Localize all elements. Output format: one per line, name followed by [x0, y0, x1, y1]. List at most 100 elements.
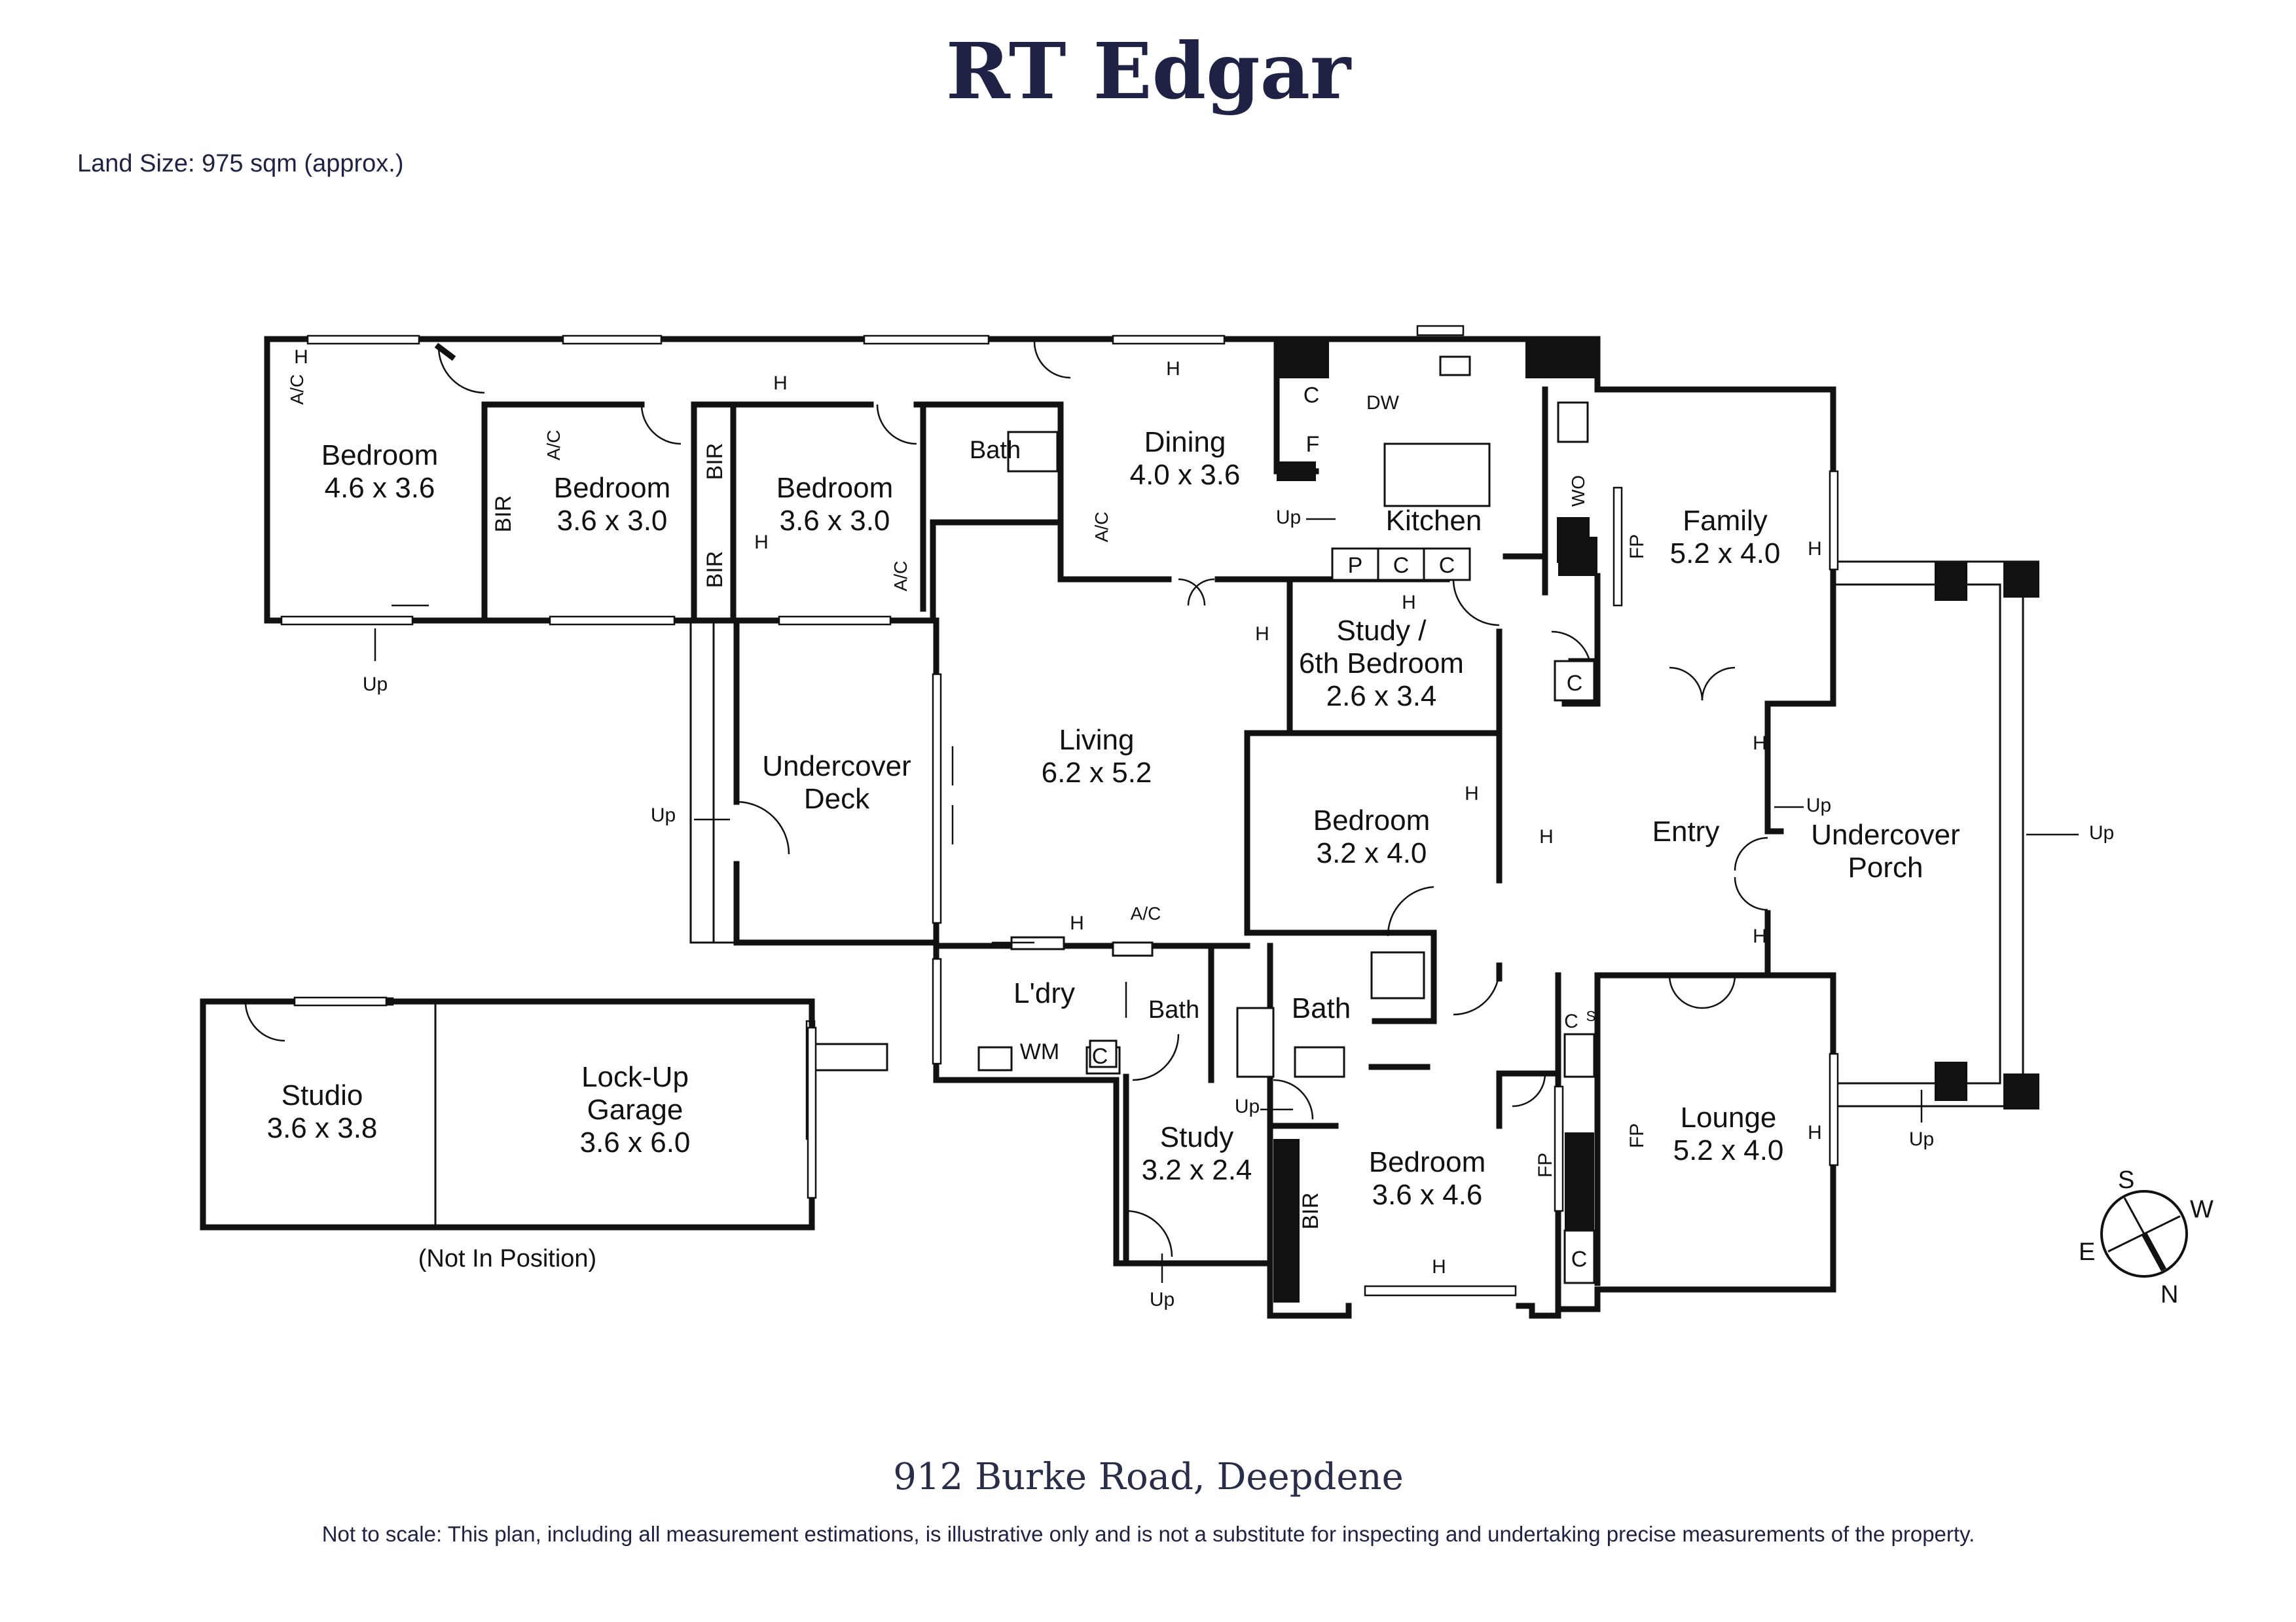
heater-label: H: [1808, 538, 1822, 560]
heater-label: H: [1808, 1122, 1822, 1144]
heater-label: H: [773, 372, 788, 394]
cupboard-label: C: [1092, 1044, 1108, 1069]
up-label: Up: [1806, 795, 1831, 816]
aircon-label: A/C: [1091, 512, 1112, 543]
heater-label: H: [1166, 358, 1180, 380]
laundry-name: L'dry: [1013, 977, 1075, 1009]
compass-s: S: [2118, 1166, 2134, 1194]
studio-garage: [200, 996, 817, 1231]
disclaimer: Not to scale: This plan, including all m…: [322, 1522, 1975, 1546]
heater-label: H: [754, 532, 769, 553]
porch-line2: Porch: [1848, 852, 1923, 884]
aircon-label: A/C: [543, 430, 564, 461]
up-label: Up: [1276, 507, 1301, 528]
cupboard-label: C: [1567, 671, 1583, 696]
deck-line1: Undercover: [762, 750, 911, 782]
doors: [244, 341, 1768, 1257]
living-size: 6.2 x 5.2: [1042, 757, 1152, 789]
dw-label: DW: [1366, 392, 1400, 414]
up-arrows: [374, 518, 2079, 1283]
bedroom4-size: 3.2 x 4.0: [1317, 837, 1427, 869]
cupboard-label: C: [1571, 1247, 1588, 1272]
up-label: Up: [2089, 822, 2114, 844]
not-in-position: (Not In Position): [418, 1245, 596, 1272]
washing-machine-label: WM: [1020, 1039, 1059, 1064]
heater-label: H: [1753, 926, 1767, 947]
lounge-name: Lounge: [1681, 1102, 1777, 1134]
cupboard-label: C: [1393, 553, 1410, 578]
bath3-name: Bath: [1292, 992, 1351, 1024]
cupboard-label: C: [1439, 553, 1455, 578]
heater-label: H: [1753, 732, 1767, 754]
up-label: Up: [1909, 1128, 1934, 1150]
studio-size: 3.6 x 3.8: [267, 1112, 378, 1144]
studio-name: Studio: [282, 1079, 363, 1111]
fixture-labels: H H H H H H H H H H H H H H A/C DW F C P…: [287, 346, 2114, 1310]
compass-e: E: [2079, 1238, 2095, 1266]
bedroom5-name: Bedroom: [1369, 1146, 1486, 1178]
up-label: Up: [651, 804, 676, 826]
up-label: Up: [1235, 1096, 1260, 1117]
brand-logo: RT Edgar: [946, 26, 1352, 117]
porch-line1: Undercover: [1811, 819, 1959, 851]
family-name: Family: [1683, 505, 1768, 537]
bir-label: BIR: [491, 496, 516, 533]
bedroom5-size: 3.6 x 4.6: [1372, 1179, 1483, 1211]
heater-label: H: [1070, 912, 1084, 934]
fireplace-label: FP: [1626, 1123, 1648, 1148]
aircon-label: A/C: [287, 374, 307, 405]
heater-label: H: [1432, 1256, 1446, 1278]
up-label: Up: [363, 674, 388, 695]
bath2-name: Bath: [1148, 996, 1199, 1024]
room-labels: Bedroom 4.6 x 3.6 Bedroom 3.6 x 3.0 Bedr…: [267, 426, 1960, 1272]
heater-label: H: [294, 346, 308, 368]
fridge-label: F: [1306, 432, 1320, 457]
bir-label: BIR: [702, 443, 727, 480]
aircon-label: A/C: [890, 561, 911, 592]
compass: [2100, 1190, 2188, 1278]
bedroom3-name: Bedroom: [776, 472, 894, 504]
study-size: 3.2 x 2.4: [1142, 1154, 1252, 1186]
cupboard-label: C: [1564, 1011, 1578, 1032]
house-walls: [264, 336, 1836, 1319]
study6-line2: 6th Bedroom: [1299, 647, 1464, 679]
shelves-label: S: [1586, 1008, 1596, 1024]
study6-size: 2.6 x 3.4: [1326, 680, 1437, 712]
compass-n: N: [2160, 1281, 2178, 1308]
aircon-label: A/C: [1131, 903, 1161, 924]
bedroom3-size: 3.6 x 3.0: [780, 505, 890, 537]
pantry-label: P: [1348, 553, 1363, 578]
garage-line2: Garage: [587, 1094, 683, 1126]
entry-name: Entry: [1652, 816, 1720, 848]
wall-oven-label: WO: [1568, 475, 1588, 507]
bir-label: BIR: [702, 551, 727, 588]
family-size: 5.2 x 4.0: [1670, 537, 1781, 569]
heater-label: H: [1465, 783, 1479, 804]
land-size: Land Size: 975 sqm (approx.): [77, 150, 404, 177]
dining-size: 4.0 x 3.6: [1130, 459, 1241, 491]
heater-label: H: [1539, 826, 1554, 848]
living-name: Living: [1059, 724, 1135, 756]
cupboard-label: C: [1303, 383, 1320, 408]
garage-line1: Lock-Up: [581, 1061, 689, 1093]
heater-label: H: [1402, 592, 1416, 613]
porch-outline: [1833, 560, 2039, 1108]
property-address: 912 Burke Road, Deepdene: [893, 1456, 1404, 1498]
solid-blocks: [1273, 339, 2039, 1303]
bir-label: BIR: [1298, 1193, 1323, 1230]
bedroom4-name: Bedroom: [1313, 804, 1430, 837]
up-label: Up: [1150, 1289, 1175, 1310]
bedroom1-name: Bedroom: [321, 439, 439, 471]
bath1-name: Bath: [970, 437, 1021, 464]
study6-line1: Study /: [1337, 615, 1427, 647]
kitchen-name: Kitchen: [1386, 505, 1482, 537]
deck-line2: Deck: [804, 783, 870, 815]
fireplace-label: FP: [1626, 534, 1648, 559]
lounge-size: 5.2 x 4.0: [1673, 1134, 1784, 1166]
bedroom1-size: 4.6 x 3.6: [325, 472, 435, 504]
dining-name: Dining: [1144, 426, 1226, 458]
fireplace-label: FP: [1535, 1153, 1556, 1178]
compass-w: W: [2190, 1196, 2214, 1223]
garage-size: 3.6 x 6.0: [580, 1126, 691, 1159]
